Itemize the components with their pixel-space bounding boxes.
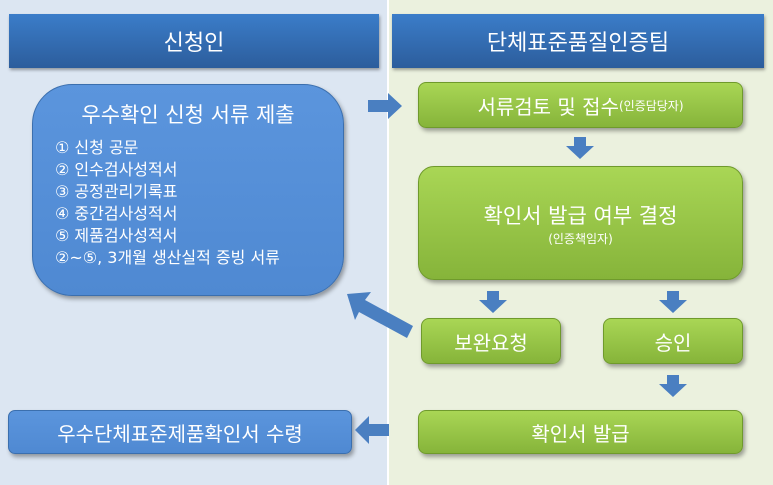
supplement-request-label: 보완요청 [454,330,528,355]
arrow-down-icon [479,291,507,313]
submission-title: 우수확인 신청 서류 제출 [81,103,295,127]
review-step-label: 서류검토 및 접수 [477,94,619,119]
approval-label: 승인 [654,330,692,355]
document-item: ① 신청 공문 [55,138,139,157]
decision-step-role: (인증책임자) [548,231,613,246]
document-item: ④ 중간검사성적서 [55,204,178,223]
arrow-up-left-icon [347,292,413,338]
decision-step-label: 확인서 발급 여부 결정 [483,203,678,228]
document-item: ②~⑤, 3개월 생산실적 증빙 서류 [55,248,280,267]
arrow-down-icon [659,375,687,397]
document-item: ② 인수검사성적서 [55,160,178,179]
receive-certificate-box: 우수단체표준제품확인서 수령 [8,410,352,454]
document-list: ① 신청 공문 ② 인수검사성적서 ③ 공정관리기록표 ④ 중간검사성적서 ⑤ … [55,137,343,269]
certification-team-header: 단체표준품질인증팀 [392,14,764,68]
supplement-request-box: 보완요청 [421,318,561,364]
approval-box: 승인 [603,318,743,364]
issue-certificate-label: 확인서 발급 [531,421,630,446]
document-submission-box: 우수확인 신청 서류 제출 ① 신청 공문 ② 인수검사성적서 ③ 공정관리기록… [32,84,344,296]
applicant-header: 신청인 [9,14,379,68]
review-step-box: 서류검토 및 접수(인증담당자) [418,82,743,128]
issue-certificate-box: 확인서 발급 [418,410,743,454]
arrow-right-icon [368,93,402,119]
receive-certificate-label: 우수단체표준제품확인서 수령 [57,421,303,446]
arrow-down-icon [566,137,594,159]
arrow-left-icon [355,416,389,444]
document-item: ③ 공정관리기록표 [55,182,178,201]
document-item: ⑤ 제품검사성적서 [55,226,178,245]
arrow-down-icon [659,291,687,313]
review-step-role: (인증담당자) [618,98,684,113]
decision-step-box: 확인서 발급 여부 결정 (인증책임자) [418,166,743,280]
